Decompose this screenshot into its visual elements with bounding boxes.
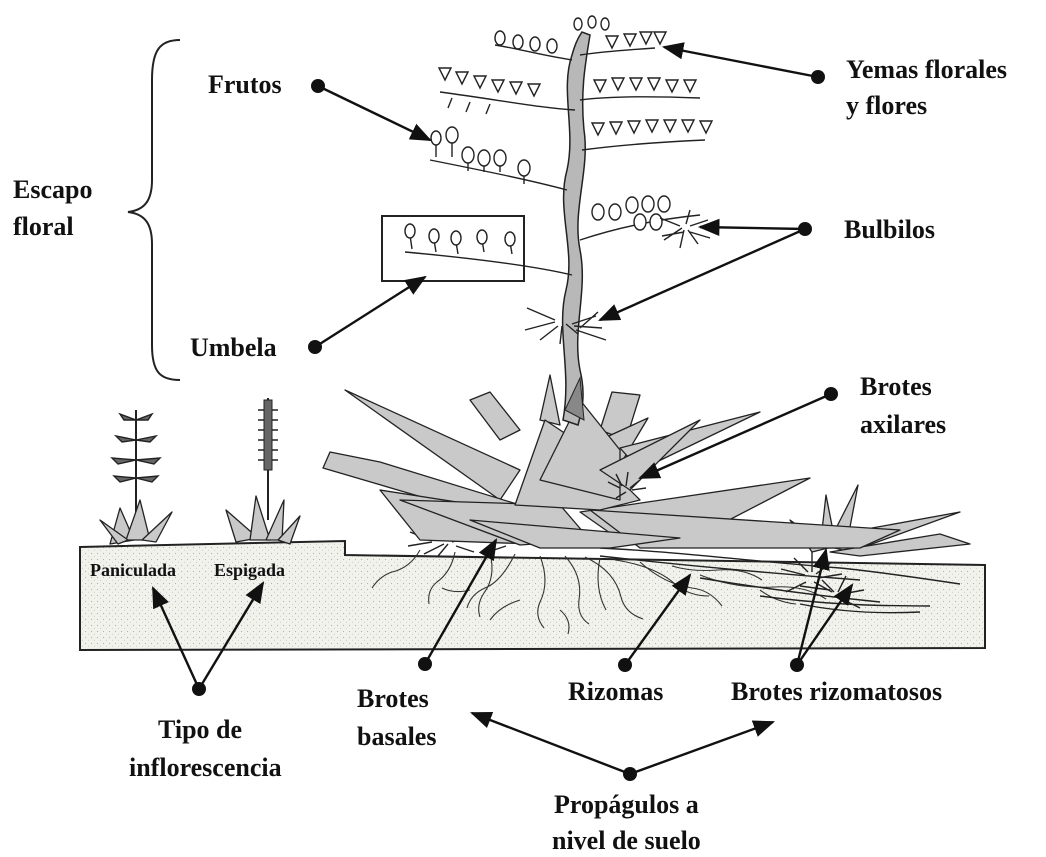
label-umbela: Umbela [190, 333, 277, 362]
label-tipo-2: inflorescencia [129, 753, 282, 782]
soil-block [80, 541, 985, 650]
label-bulbilos: Bulbilos [844, 215, 935, 244]
flower-stalk [563, 32, 590, 425]
label-yemas-2: y flores [846, 91, 927, 120]
label-yemas-1: Yemas florales [846, 55, 1007, 84]
label-tipo-1: Tipo de [158, 715, 242, 744]
label-propagulos-2: nivel de suelo [552, 826, 701, 855]
label-brotes-axilares-2: axilares [860, 410, 946, 439]
label-escapo-2: floral [13, 212, 74, 241]
umbel-box [382, 216, 524, 281]
label-escapo-1: Escapo [13, 175, 92, 204]
label-rizomas: Rizomas [568, 677, 663, 706]
label-frutos: Frutos [208, 70, 282, 99]
bulbils [525, 210, 710, 344]
espigada-plant [226, 398, 300, 544]
label-brotes-rizomatosos: Brotes rizomatosos [731, 677, 942, 706]
label-brotes-axilares-1: Brotes [860, 372, 932, 401]
label-brotes-basales-2: basales [357, 722, 436, 751]
escapo-brace [128, 40, 180, 380]
label-brotes-basales-1: Brotes [357, 684, 429, 713]
label-espigada: Espigada [214, 560, 285, 580]
label-paniculada: Paniculada [90, 560, 176, 580]
label-propagulos-1: Propágulos a [554, 790, 699, 819]
paniculada-plant [100, 410, 172, 544]
